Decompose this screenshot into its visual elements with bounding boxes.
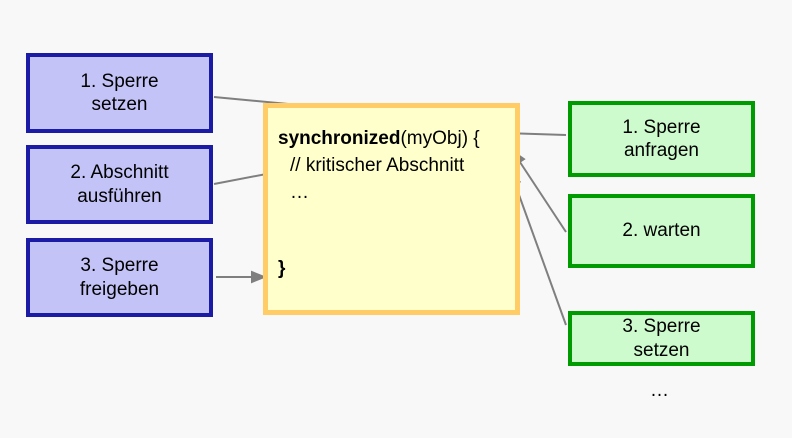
thread-step-2-line-1: 2. Abschnitt — [70, 162, 169, 184]
thread-step-3-line-1: 3. Sperre — [80, 255, 159, 277]
thread-step-3-line-2: freigeben — [79, 278, 160, 300]
code-line-closing-brace: } — [278, 258, 286, 279]
code-line-comment: // kritischer Abschnitt — [290, 154, 465, 176]
lock-step-3-line-2: setzen — [633, 339, 690, 361]
code-line-signature: synchronized(myObj) { — [278, 126, 515, 153]
lock-step-2-line-1: 2. warten — [622, 220, 701, 242]
arrow-lock2-to-code — [511, 149, 567, 233]
thread-step-2-line-2: ausführen — [77, 185, 162, 207]
lock-step-3-line-1: 3. Sperre — [622, 316, 701, 338]
lock-step-box-2[interactable]: 2. warten — [568, 194, 755, 268]
thread-step-box-3[interactable]: 3. Sperre freigeben — [26, 238, 213, 317]
keyword-synchronized: synchronized — [278, 128, 401, 149]
synchronized-code-block: synchronized(myObj) { // kritischer Absc… — [263, 103, 520, 315]
lock-step-box-3[interactable]: 3. Sperre setzen — [568, 311, 755, 366]
code-signature-rest: (myObj) { — [400, 128, 480, 149]
thread-step-1-line-1: 1. Sperre — [80, 70, 159, 92]
lock-step-1-line-2: anfragen — [623, 140, 699, 161]
code-line-ellipsis: … — [290, 181, 309, 203]
thread-step-box-1[interactable]: 1. Sperre setzen — [26, 53, 213, 133]
lock-step-box-1[interactable]: 1. Sperre anfragen — [568, 101, 755, 177]
thread-step-1-line-2: setzen — [91, 94, 148, 115]
thread-step-box-2[interactable]: 2. Abschnitt ausführen — [26, 145, 213, 224]
lock-steps-trailing-ellipsis: … — [650, 380, 670, 401]
lock-step-1-line-1: 1. Sperre — [622, 116, 701, 138]
